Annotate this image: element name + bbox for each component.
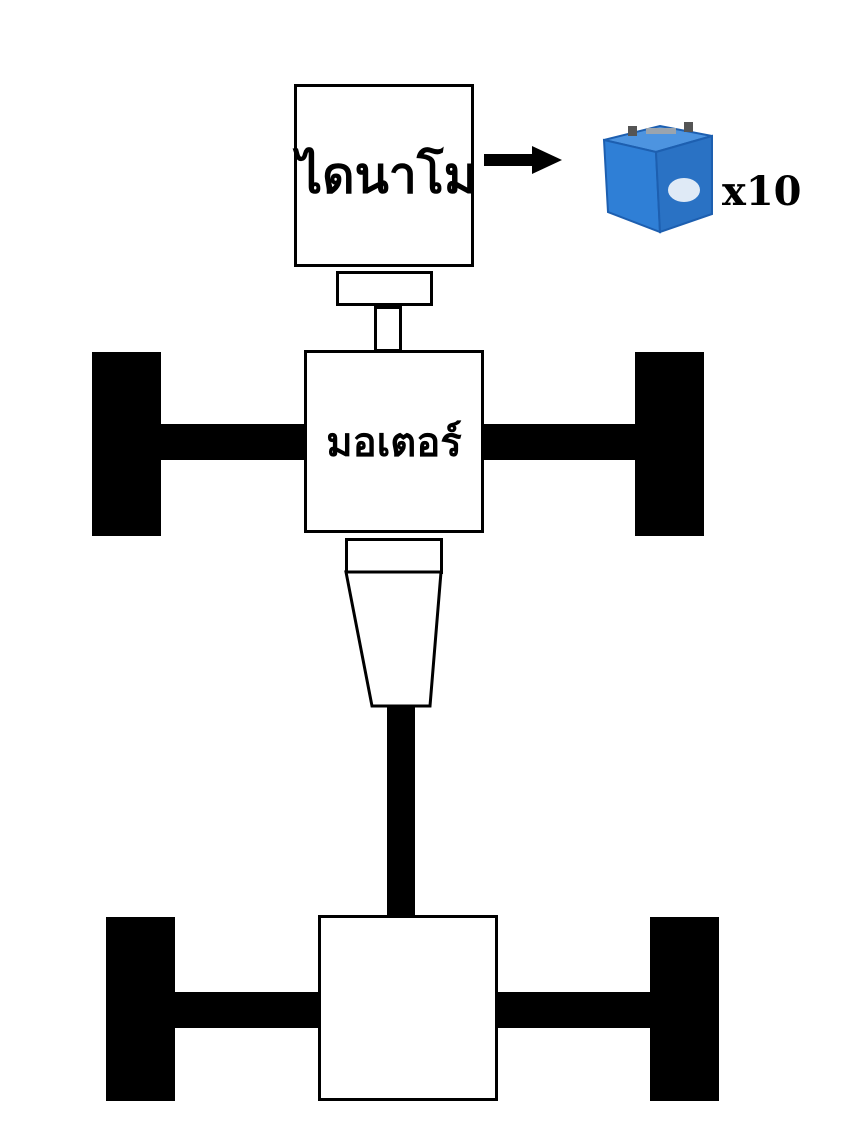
motor-label: มอเตอร์	[326, 418, 462, 466]
gearbox-taper	[344, 570, 443, 708]
rear-left-wheel	[106, 917, 175, 1101]
drive-shaft	[387, 700, 415, 920]
coupling-flange	[336, 271, 433, 306]
arrow-right-icon	[484, 146, 562, 174]
front-right-wheel	[635, 352, 704, 536]
dynamo-label: ไดนาโม	[297, 145, 477, 204]
battery-count: x10	[722, 168, 802, 215]
rear-right-wheel	[650, 917, 719, 1101]
motor-box: มอเตอร์	[304, 350, 484, 533]
battery-icon	[602, 122, 713, 234]
rear-differential-box	[318, 915, 498, 1101]
dynamo-box: ไดนาโม	[294, 84, 477, 267]
front-left-wheel	[92, 352, 161, 536]
